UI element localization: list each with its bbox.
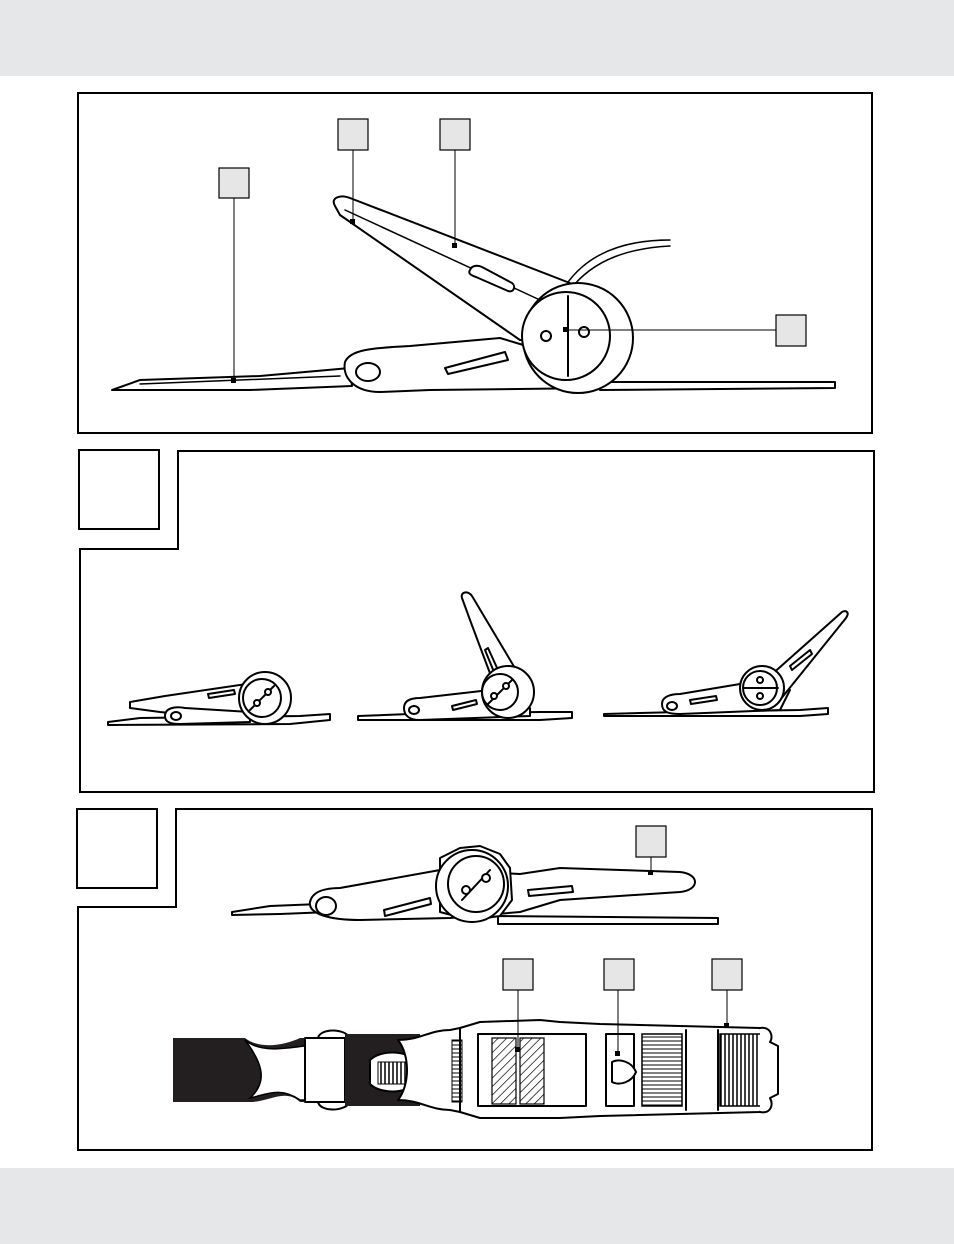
figure-c-number-box [76, 808, 158, 889]
spool-bolt-left [540, 330, 552, 342]
figure-b [78, 449, 875, 793]
top-band [0, 0, 954, 76]
spring-wire [565, 239, 671, 286]
ratchet-side-closed [231, 845, 719, 925]
ratchet-top-view [173, 1019, 779, 1119]
bottom-band [0, 1168, 954, 1244]
callout-box [337, 118, 369, 151]
base-hole [355, 362, 381, 382]
base-slot [444, 351, 509, 375]
strap-loose-end [599, 381, 836, 391]
strap-edge [139, 375, 341, 385]
figure-b-number-box [78, 449, 160, 530]
handle-slot [468, 264, 516, 293]
callout-box [502, 958, 534, 991]
spool-disc [521, 291, 611, 381]
callout-box [775, 314, 807, 347]
spool-bolt-right [578, 326, 590, 338]
ratchet-fully-open [603, 610, 849, 717]
callout-box [218, 167, 250, 199]
figure-b-frame [79, 450, 875, 793]
figure-a [77, 92, 873, 434]
figure-c [76, 808, 873, 1151]
ratchet-half-open [357, 591, 573, 721]
callout-box [635, 825, 667, 858]
figure-a-frame [77, 92, 873, 434]
callout-box [439, 118, 471, 151]
spool-right [519, 1037, 545, 1105]
pawl [611, 1059, 637, 1085]
ratchet-closed [107, 671, 331, 726]
callout-box [711, 958, 743, 991]
figure-c-frame [77, 808, 873, 1151]
callout-box [603, 958, 635, 991]
spool-left [491, 1037, 517, 1105]
